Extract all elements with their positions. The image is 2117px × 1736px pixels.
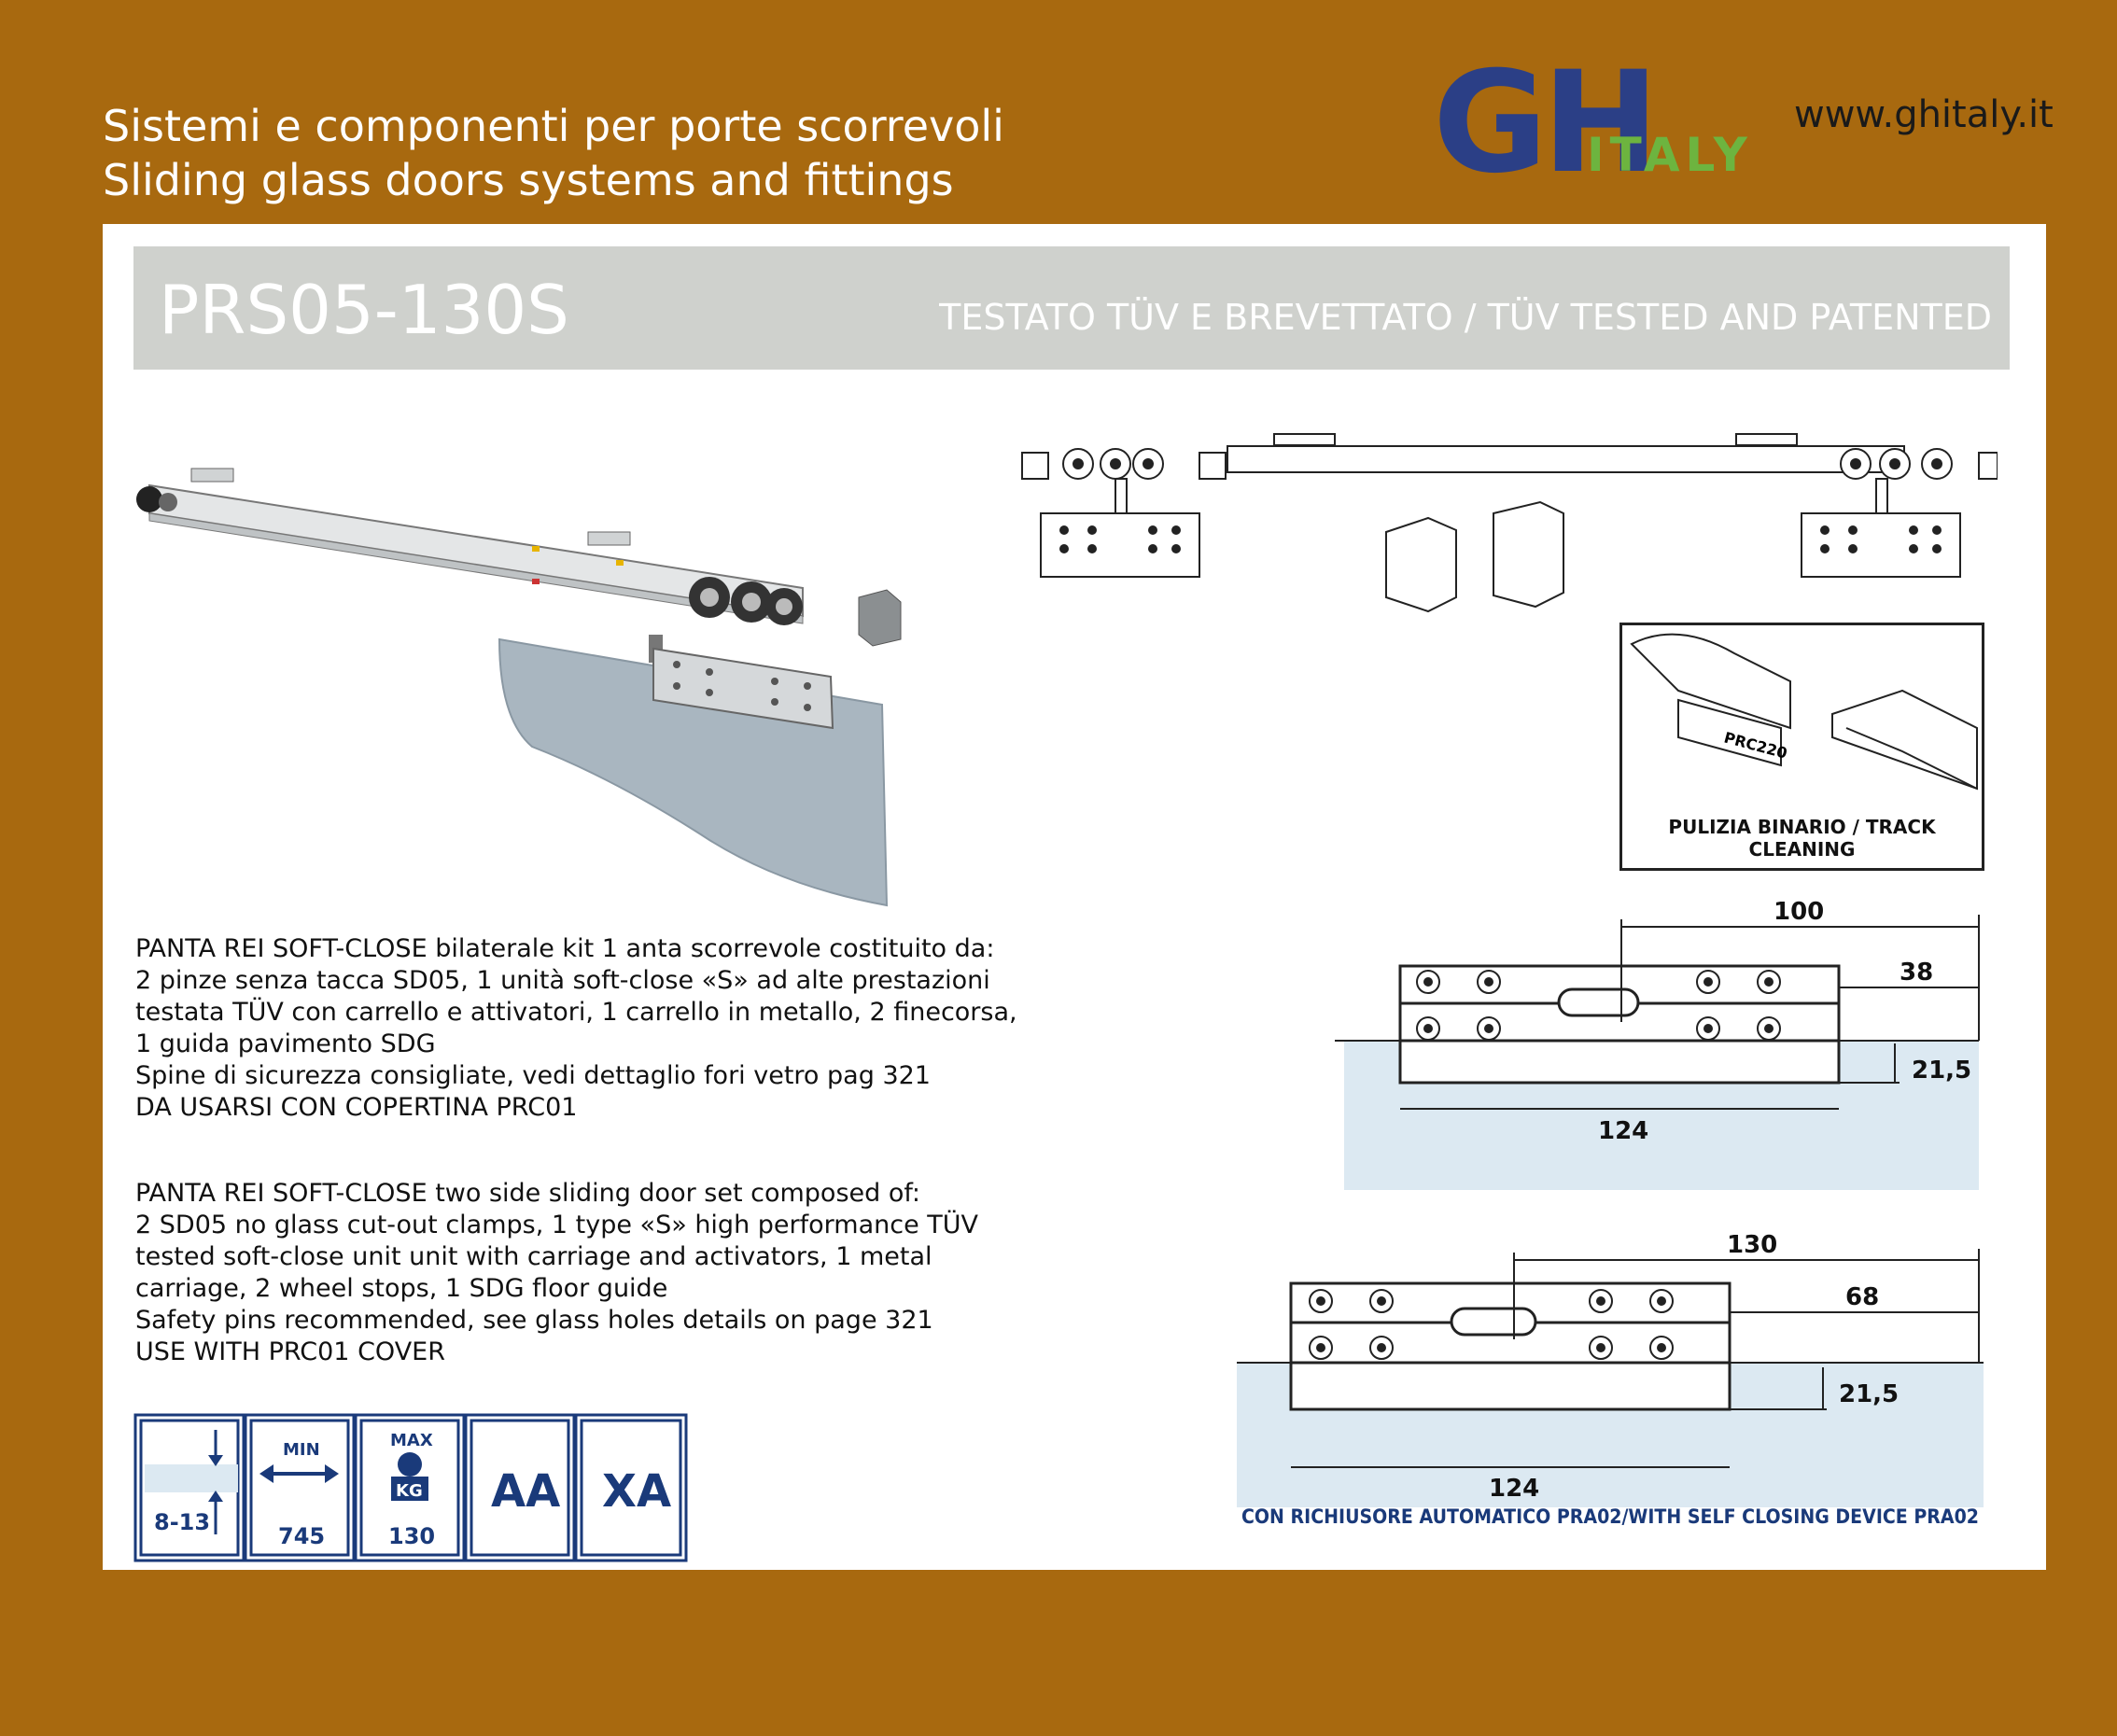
website-link[interactable]: www.ghitaly.it [1794,93,2054,136]
exploded-drawing [1021,433,1998,613]
self-closing-caption: CON RICHIUSORE AUTOMATICO PRA02/WITH SEL… [1241,1505,1979,1528]
track-cleaning-box: PRC220 PULIZIA BINARIO / TRACK CLEANING [1619,623,1984,871]
dim-width-1: 124 [1598,1117,1648,1145]
description-italian: PANTA REI SOFT-CLOSE bilaterale kit 1 an… [135,933,1017,1124]
description-line: tested soft-close unit unit with carriag… [135,1242,932,1271]
spec-glass-thickness: 8-13 [154,1509,210,1535]
technical-drawing-2: 130 68 21,5 124 CON RICHIUSORE AUTOMATIC… [1237,1231,1984,1528]
dim-offset-1: 38 [1900,959,1933,987]
spec-max-weight: 130 [388,1523,435,1549]
spec-max-unit: KG [396,1481,423,1501]
spec-min-width: 745 [278,1523,325,1549]
description-english: PANTA REI SOFT-CLOSE two side sliding do… [135,1178,978,1368]
glass-thickness-icon: 8-13 [145,1430,238,1535]
description-line: 2 pinze senza tacca SD05, 1 unità soft-c… [135,966,990,995]
spec-finish-aa: AA [491,1465,560,1518]
logo-italy-text: ITALY [1587,128,1753,182]
spec-finish-xa: XA [602,1465,671,1518]
description-line: USE WITH PRC01 COVER [135,1337,445,1366]
logo-gh-text: GH [1433,51,1654,182]
technical-drawing-1: 100 38 21,5 124 [1335,898,1980,1190]
header-line-en: Sliding glass doors systems and fittings [103,155,954,205]
description-line: PANTA REI SOFT-CLOSE bilaterale kit 1 an… [135,934,995,963]
description-line: PANTA REI SOFT-CLOSE two side sliding do… [135,1179,921,1208]
dim-overall-2: 130 [1727,1231,1777,1259]
description-line: carriage, 2 wheel stops, 1 SDG floor gui… [135,1274,668,1303]
dim-overall-1: 100 [1774,898,1824,926]
description-line: DA USARSI CON COPERTINA PRC01 [135,1093,578,1122]
description-line: testata TÜV con carrello e attivatori, 1… [135,998,1017,1027]
track-cleaning-illustration: PRC220 [1630,633,1978,791]
dim-height-2: 21,5 [1839,1380,1899,1408]
title-bar [133,246,2010,370]
product-illustration [136,468,902,907]
description-line: Spine di sicurezza consigliate, vedi det… [135,1061,931,1090]
description-line: 2 SD05 no glass cut-out clamps, 1 type «… [135,1211,978,1239]
product-code: PRS05-130S [159,271,569,349]
dim-height-1: 21,5 [1912,1057,1971,1085]
certification-text: TESTATO TÜV E BREVETTATO / TÜV TESTED AN… [939,297,1992,338]
header-line-it: Sistemi e componenti per porte scorrevol… [103,101,1004,151]
dim-width-2: 124 [1489,1475,1539,1503]
spec-icons: 8-13 MIN 745 MAX KG 130 AA XA [133,1413,688,1562]
spec-min-label: MIN [283,1440,320,1460]
description-line: 1 guida pavimento SDG [135,1029,436,1058]
min-width-icon: MIN 745 [259,1440,339,1549]
spec-max-label: MAX [390,1431,433,1450]
dim-offset-2: 68 [1845,1283,1879,1311]
description-line: Safety pins recommended, see glass holes… [135,1306,933,1335]
gh-italy-logo: GH ITALY [1433,51,1753,182]
max-weight-icon: MAX KG 130 [388,1431,435,1549]
track-cleaning-caption: PULIZIA BINARIO / TRACK CLEANING [1668,816,1936,861]
